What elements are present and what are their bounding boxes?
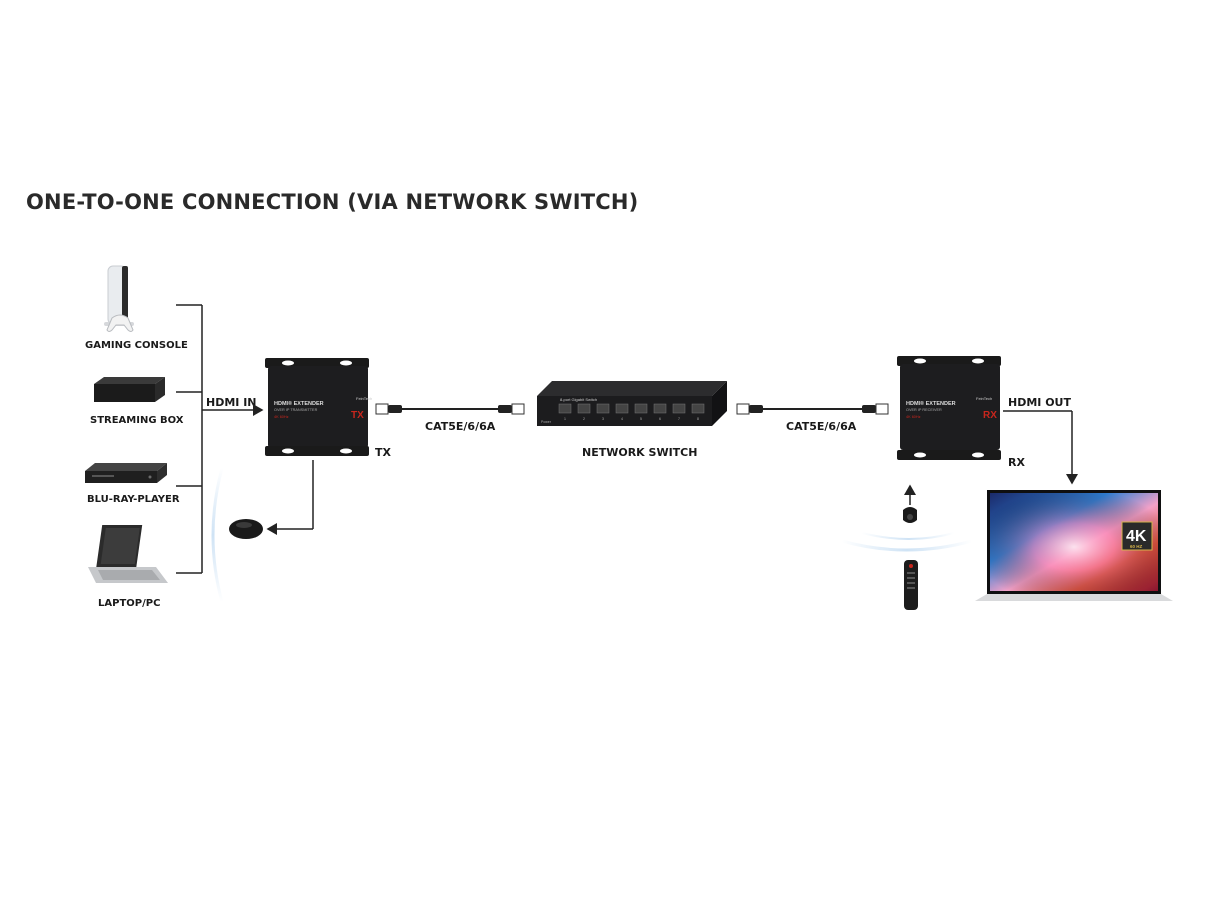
ir-blaster-highlight [236,522,252,528]
rx-line2: OVER IP RECEIVER [906,408,942,412]
rx-extender: HDMI® EXTENDER OVER IP RECEIVER 4K 60Hz … [897,356,1001,460]
laptop-icon [88,525,168,583]
streaming-box-icon [94,377,165,402]
ir-wave-left [211,467,224,603]
tv-badge-hz: 60 HZ [1130,544,1143,549]
switch-ports [558,403,705,414]
source-label-laptop: LAPTOP/PC [98,598,161,609]
blu-ray-player-icon [85,463,167,483]
ir-blaster-connection [266,460,314,535]
port-number: 2 [583,417,585,421]
port-number: 8 [697,417,699,421]
tx-label: TX [375,446,391,459]
hdmi-out-label: HDMI OUT [1008,396,1071,409]
port-number: 7 [678,417,680,421]
hdmi-in-label: HDMI IN [206,396,257,409]
source-label-blu-ray-player: BLU-RAY-PLAYER [87,494,180,505]
hdmi-out-connection [1003,410,1078,485]
page-title: ONE-TO-ONE CONNECTION (VIA NETWORK SWITC… [26,190,639,214]
tx-line2: OVER IP TRANSMITTER [274,408,318,412]
cat-cable-left [375,403,525,415]
network-switch-label: NETWORK SWITCH [582,446,698,459]
cable-label-left: CAT5E/6/6A [425,420,496,433]
switch-model: 8-port Gigabit Switch [560,397,597,402]
gaming-console-icon [104,265,134,332]
tx-line1: HDMI® EXTENDER [274,400,324,407]
rx-badge: RX [983,410,997,421]
tx-extender: HDMI® EXTENDER OVER IP TRANSMITTER 4K 60… [265,358,372,456]
rx-line3: 4K 60Hz [906,415,921,419]
ir-blaster-icon [229,519,263,539]
port-number: 6 [659,417,661,421]
switch-power-label: Power [541,420,552,424]
rx-label: RX [1008,456,1025,469]
ir-wave-right [841,539,973,552]
switch-port-numbers: 1 2 3 4 5 6 7 8 [564,417,699,421]
port-number: 5 [640,417,642,421]
rx-line1: HDMI® EXTENDER [906,400,956,407]
port-number: 1 [564,417,566,421]
port-number: 4 [621,417,623,421]
tx-brand: FeinTech [356,396,372,401]
tv-icon: 4K 60 HZ [975,490,1173,601]
ir-receiver-icon [903,507,917,523]
cable-label-right: CAT5E/6/6A [786,420,857,433]
source-label-gaming-console: GAMING CONSOLE [85,340,188,351]
tx-badge: TX [351,410,364,421]
ir-wave-right-inner [861,532,955,540]
source-label-streaming-box: STREAMING BOX [90,415,184,426]
tv-badge-4k: 4K [1126,528,1147,545]
remote-control-icon [904,560,918,610]
network-switch: 8-port Gigabit Switch Power 1 2 3 4 5 6 … [537,381,727,426]
tx-line3: 4K 60Hz [274,415,289,419]
port-number: 3 [602,417,604,421]
source-bracket [176,304,264,574]
cat-cable-right [736,403,889,415]
rx-brand: FeinTech [976,396,992,401]
